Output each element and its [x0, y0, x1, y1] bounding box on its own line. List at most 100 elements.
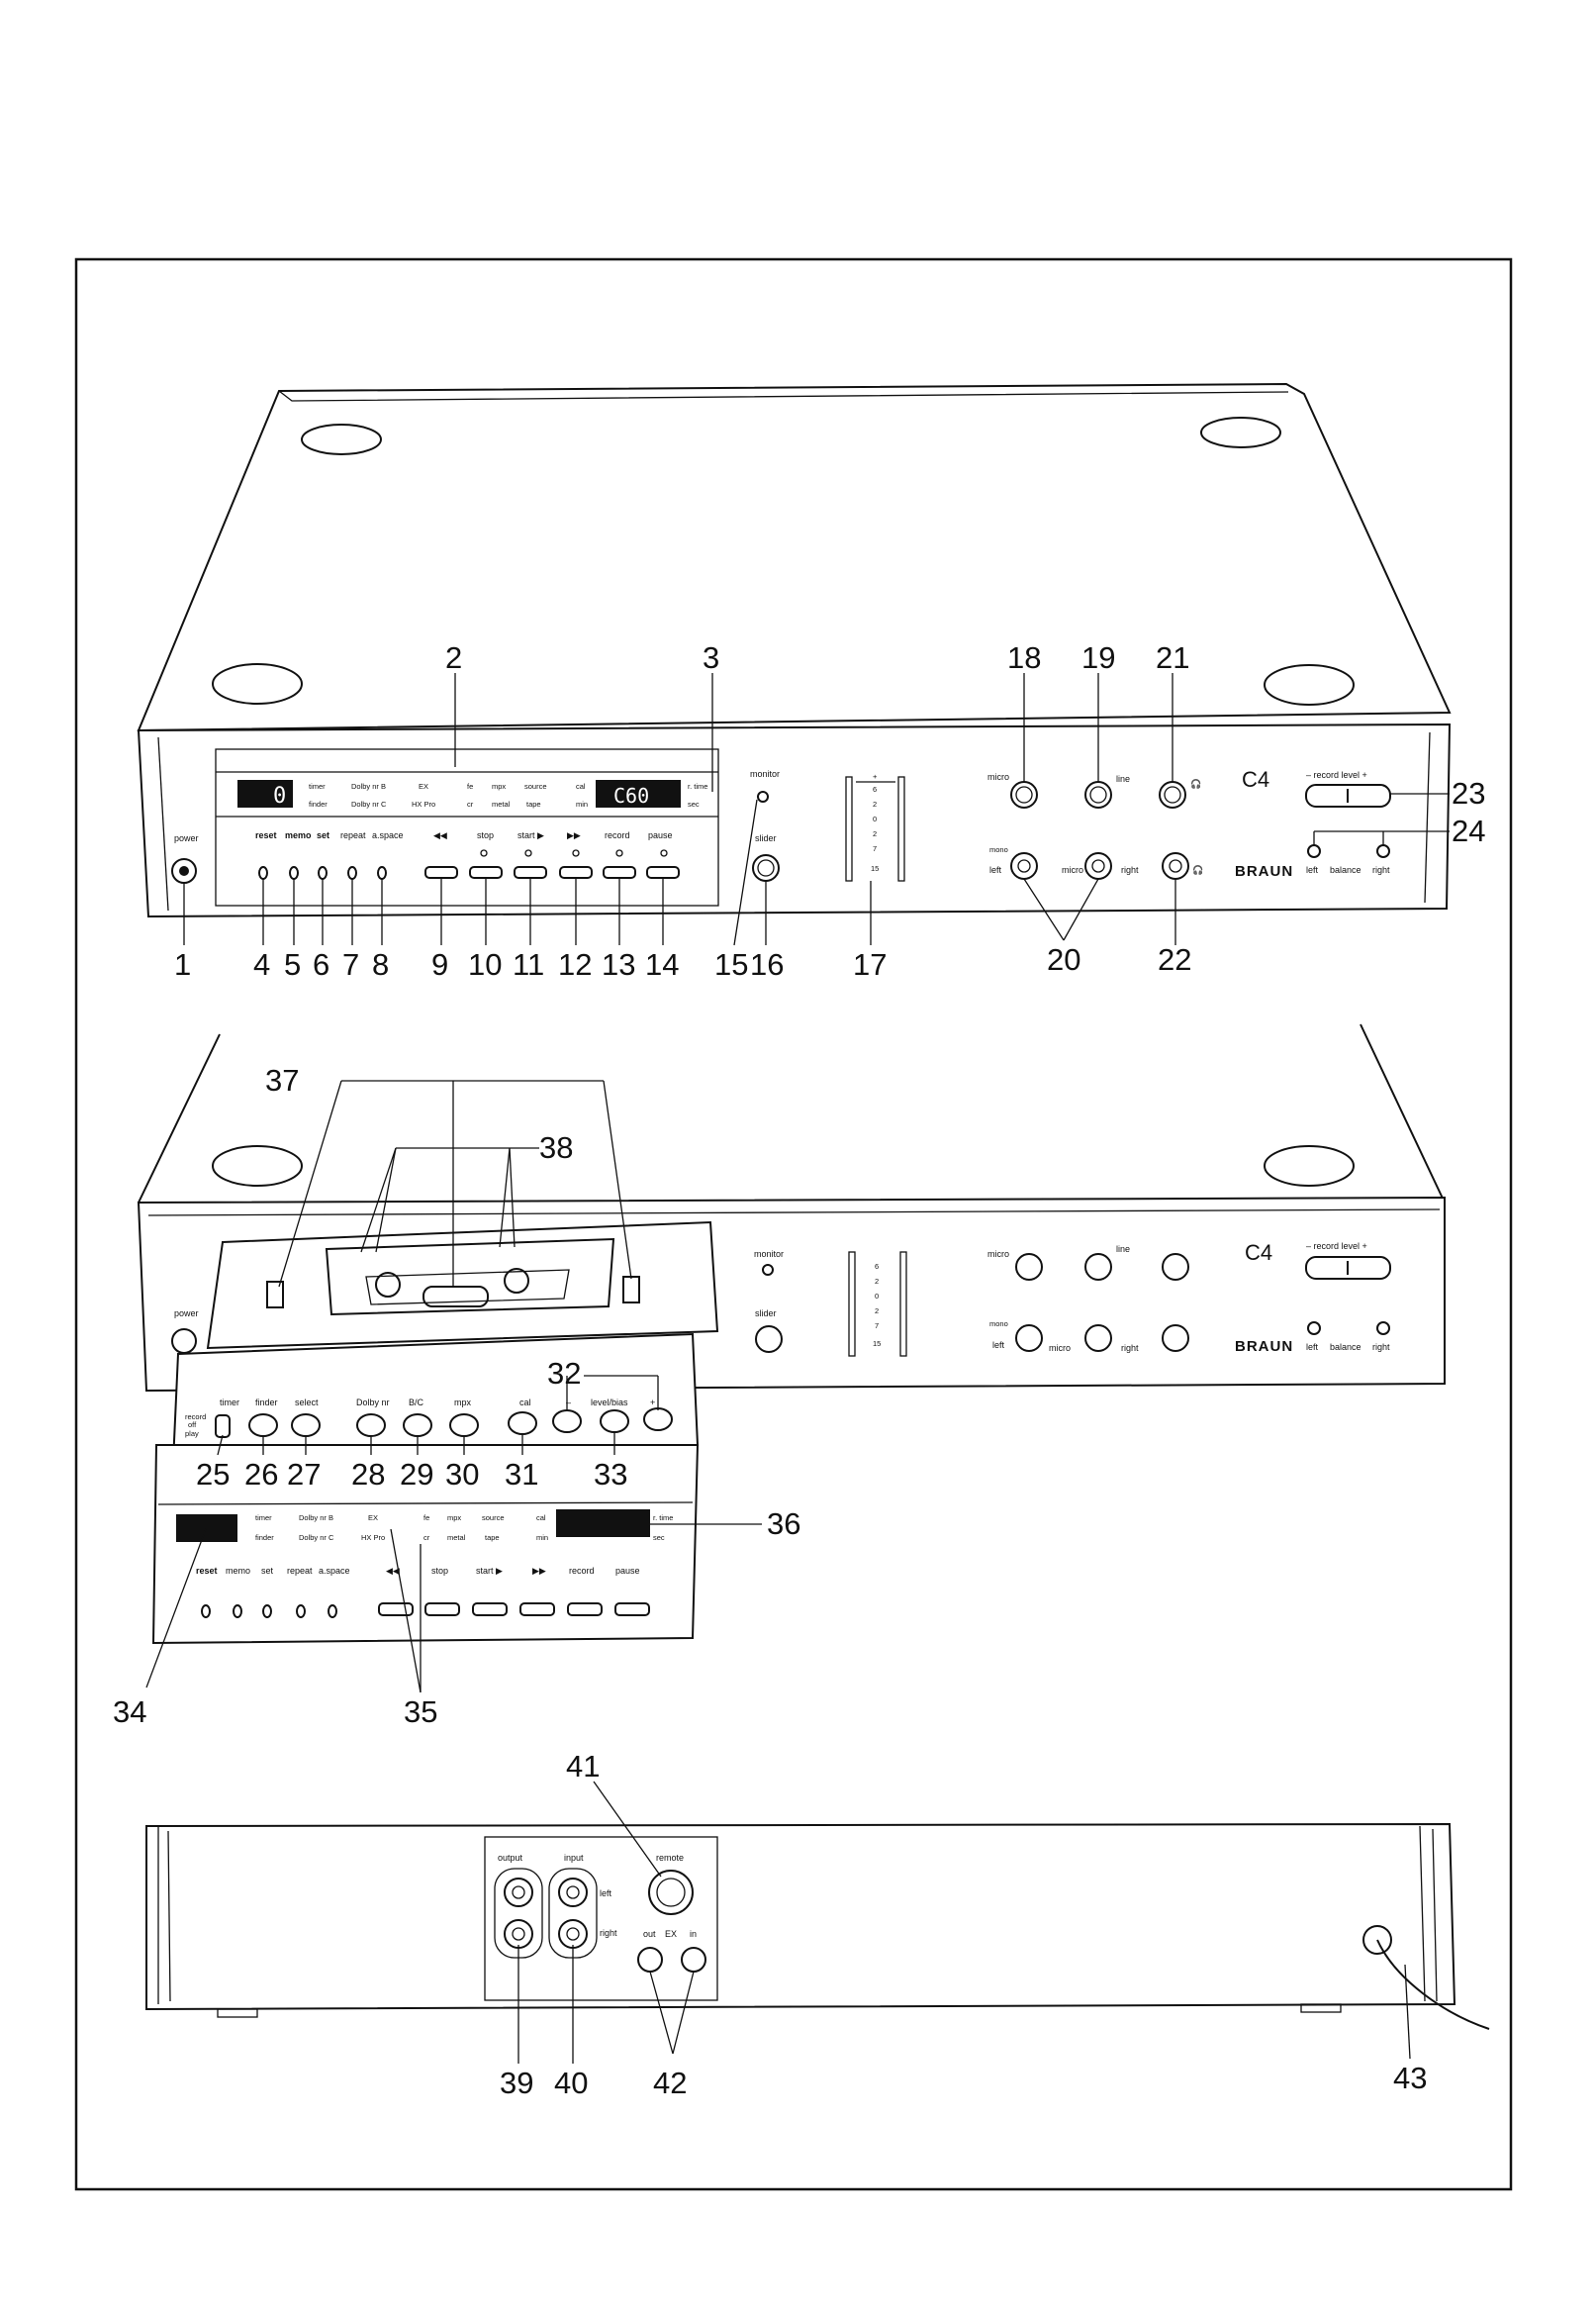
rewind-label: ◀◀ — [433, 830, 447, 840]
select-button[interactable] — [291, 1413, 321, 1437]
callout-17: 17 — [853, 947, 887, 982]
rear-left-label: left — [600, 1888, 612, 1898]
start-button-2[interactable] — [472, 1602, 508, 1616]
display-legend: min — [576, 800, 588, 809]
level-bias-button[interactable] — [600, 1409, 629, 1433]
mpx-button[interactable] — [449, 1413, 479, 1437]
callout-28: 28 — [351, 1457, 385, 1492]
balance-right-knob-2[interactable] — [1376, 1321, 1390, 1335]
callout-41: 41 — [566, 1749, 600, 1784]
rear-panel — [145, 1822, 1456, 2011]
rear-view: output input remote left right out EX in — [145, 1749, 1490, 2100]
headphone-jack-2[interactable] — [1162, 1324, 1189, 1352]
left-jack-label: left — [989, 865, 1002, 875]
repeat-label-2: repeat — [287, 1566, 313, 1576]
set-label-2: set — [261, 1566, 274, 1576]
bc-button[interactable] — [403, 1413, 432, 1437]
counter-display-2 — [176, 1514, 237, 1542]
time-display-text: C60 — [613, 784, 649, 808]
model-label: C4 — [1242, 767, 1269, 792]
monitor-label-2: monitor — [754, 1249, 784, 1259]
counter-digit: 0 — [273, 784, 286, 809]
callout-10: 10 — [468, 947, 502, 982]
balance-label: balance — [1330, 865, 1361, 875]
headphone-icon: 🎧 — [1192, 864, 1203, 875]
callout-26: 26 — [244, 1457, 278, 1492]
display-legend: timer — [255, 1513, 272, 1522]
display-legend: min — [536, 1533, 548, 1542]
repeat-button-2[interactable] — [296, 1604, 306, 1618]
record-button-2[interactable] — [567, 1602, 603, 1616]
callout-24: 24 — [1452, 814, 1485, 848]
mono-label: mono — [989, 845, 1008, 854]
output-left-jack[interactable] — [504, 1878, 533, 1907]
headphone-knob-2[interactable] — [1162, 1253, 1189, 1281]
stop-button-2[interactable] — [424, 1602, 460, 1616]
rewind-label-2: ◀◀ — [386, 1566, 400, 1576]
micro-right-jack-2[interactable] — [1084, 1324, 1112, 1352]
line-knob-2[interactable] — [1084, 1253, 1112, 1281]
foot-hole-tl — [301, 424, 382, 455]
micro-left-jack-2[interactable] — [1015, 1324, 1043, 1352]
callout-19: 19 — [1081, 640, 1115, 675]
micro-knob-label-2: micro — [987, 1249, 1009, 1259]
pause-label-2: pause — [615, 1566, 640, 1576]
tape-reel-right — [504, 1268, 529, 1294]
plus-label: + — [650, 1398, 655, 1407]
record-level-slider[interactable] — [1305, 784, 1391, 808]
display-legend: finder — [309, 800, 328, 809]
callout-20: 20 — [1047, 942, 1080, 977]
record-level-slider-2[interactable] — [1305, 1256, 1391, 1280]
time-display — [596, 780, 681, 808]
set-button-2[interactable] — [262, 1604, 272, 1618]
left-jack-label-2: left — [992, 1340, 1005, 1350]
headphone-knob-label: 🎧 — [1190, 778, 1201, 789]
brand-logo-2: BRAUN — [1235, 1338, 1293, 1355]
ff-label: ▶▶ — [567, 830, 581, 840]
start-label-2: start ▶ — [476, 1566, 503, 1576]
memo-button-2[interactable] — [233, 1604, 242, 1618]
slider-knob-2[interactable] — [755, 1325, 783, 1353]
callout-21: 21 — [1156, 640, 1189, 675]
callout-25: 25 — [196, 1457, 230, 1492]
callout-33: 33 — [594, 1457, 627, 1492]
ex-label: EX — [665, 1929, 677, 1939]
aspace-button-2[interactable] — [328, 1604, 337, 1618]
display-legend: fe — [423, 1513, 429, 1522]
callout-12: 12 — [558, 947, 592, 982]
power-label: power — [174, 833, 199, 843]
pause-label: pause — [648, 830, 673, 840]
level-meter: + 6 2 0 2 7 15 — [845, 772, 905, 882]
reset-button-2[interactable] — [201, 1604, 211, 1618]
monitor-label: monitor — [750, 769, 780, 779]
display-legend: Dolby nr B — [299, 1513, 333, 1522]
micro-knob-2[interactable] — [1015, 1253, 1043, 1281]
callout-36: 36 — [767, 1506, 800, 1541]
minus-label: – — [566, 1398, 571, 1407]
balance-left-knob-2[interactable] — [1307, 1321, 1321, 1335]
pause-button-2[interactable] — [614, 1602, 650, 1616]
rewind-button-2[interactable] — [378, 1602, 414, 1616]
callout-7: 7 — [342, 947, 359, 982]
finder-button[interactable] — [248, 1413, 278, 1437]
display-legend: tape — [526, 800, 541, 809]
ff-label-2: ▶▶ — [532, 1566, 546, 1576]
meter-tick: 0 — [875, 1292, 879, 1301]
timer-label: timer — [220, 1398, 239, 1407]
time-display-2 — [556, 1509, 650, 1537]
ff-button-2[interactable] — [519, 1602, 555, 1616]
display-legend: source — [524, 782, 547, 791]
ex-in-label: in — [690, 1929, 697, 1939]
input-left-jack[interactable] — [558, 1878, 588, 1907]
remote-socket[interactable] — [648, 1870, 694, 1915]
cal-button[interactable] — [508, 1411, 537, 1435]
tape-reel-left — [375, 1272, 401, 1298]
meter-tick: 2 — [875, 1306, 879, 1315]
callout-32: 32 — [547, 1356, 581, 1391]
display-legend: fe — [467, 782, 473, 791]
foot-hole-br — [1264, 664, 1355, 706]
dolby-button[interactable] — [356, 1413, 386, 1437]
callout-37: 37 — [265, 1063, 299, 1098]
front-face — [137, 723, 1452, 918]
callout-1: 1 — [174, 947, 191, 982]
